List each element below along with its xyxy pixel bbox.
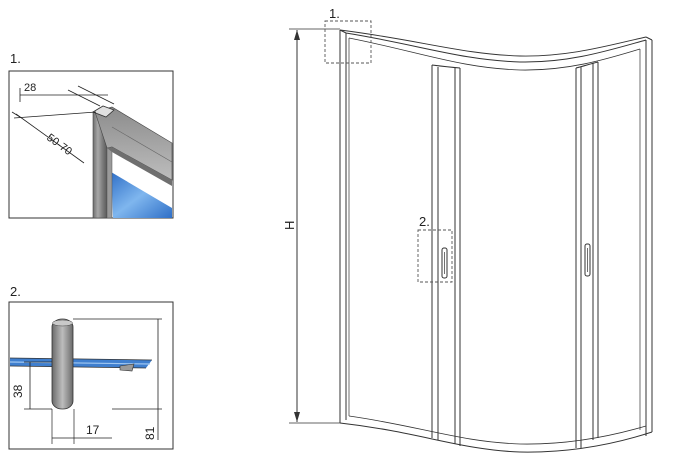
dim-38-text: 38 bbox=[11, 384, 25, 398]
detail-2: 2. 38 17 81 bbox=[8, 284, 174, 450]
dimension-line-50-70 bbox=[15, 113, 85, 164]
detail-1-label: 1. bbox=[10, 51, 21, 66]
bottom-tray bbox=[339, 422, 653, 453]
callout-2-label: 2. bbox=[419, 214, 430, 229]
detail-2-handle bbox=[51, 318, 74, 410]
main-shower-view bbox=[289, 20, 653, 453]
callout-1-label: 1. bbox=[329, 6, 340, 21]
detail-1-glass bbox=[111, 172, 172, 218]
top-rail bbox=[339, 29, 647, 63]
detail-1: 1. 28 50-70 bbox=[8, 51, 174, 219]
detail-2-frame bbox=[8, 301, 174, 450]
detail-1-corner-cap bbox=[92, 105, 115, 118]
height-label: H bbox=[282, 221, 297, 230]
dim-28-text: 28 bbox=[24, 82, 36, 94]
detail-2-label: 2. bbox=[10, 284, 21, 299]
callout-box-2 bbox=[417, 229, 453, 283]
dim-81-text: 81 bbox=[143, 426, 157, 440]
dim-17-text: 17 bbox=[86, 423, 100, 437]
callout-box-1 bbox=[324, 20, 372, 64]
